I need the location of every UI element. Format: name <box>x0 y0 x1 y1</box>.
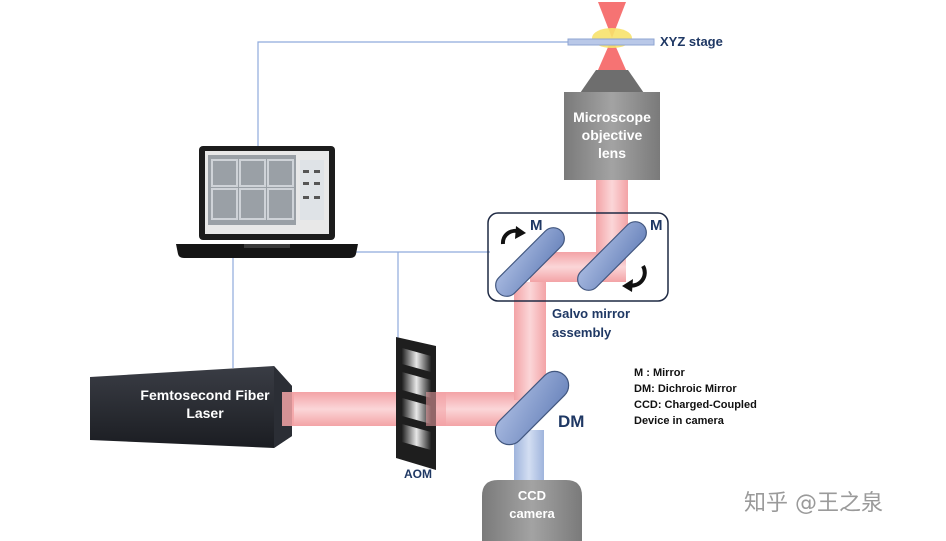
objective-label-line2: objective <box>582 127 643 143</box>
legend-line-4: Device in camera <box>634 415 725 427</box>
legend: M : Mirror DM: Dichroic Mirror CCD: Char… <box>634 367 757 427</box>
objective-label-line3: lens <box>598 145 626 161</box>
dm-label: DM <box>558 412 584 431</box>
ccd-label-line2: camera <box>509 506 555 521</box>
rotate-arrow-left-icon <box>500 226 526 245</box>
mirror-right-label: M <box>650 217 663 234</box>
galvo-label-line1: Galvo mirror <box>552 306 630 321</box>
aom-modulator <box>396 337 446 470</box>
beam-focus-upper <box>598 2 626 38</box>
femtosecond-laser <box>90 366 294 448</box>
rotate-arrow-right-icon <box>622 264 647 292</box>
mirror-left-label: M <box>530 217 543 234</box>
laptop-base <box>176 244 358 258</box>
galvo-assembly-box <box>487 212 669 302</box>
dichroic-mirror <box>494 370 570 446</box>
microscope-objective <box>564 70 660 180</box>
galvo-label-line2: assembly <box>552 325 612 340</box>
ccd-camera <box>482 480 582 541</box>
aom-label: AOM <box>404 467 432 481</box>
mirror-left <box>495 227 565 297</box>
xyz-stage-label: XYZ stage <box>660 34 723 49</box>
watermark: 知乎 @王之泉 <box>744 491 883 516</box>
legend-line-2: DM: Dichroic Mirror <box>634 383 737 395</box>
xyz-stage <box>567 28 655 48</box>
legend-line-3: CCD: Charged-Coupled <box>634 399 757 411</box>
legend-line-1: M : Mirror <box>634 367 685 379</box>
beam-focus-lower <box>598 38 626 70</box>
mirror-right <box>577 221 647 291</box>
objective-label-line1: Microscope <box>573 109 651 125</box>
stage-plate <box>567 38 655 46</box>
laser-label-line2: Laser <box>186 405 224 421</box>
laser-label-line1: Femtosecond Fiber <box>140 387 270 403</box>
cable-laptop-to-stage <box>257 41 605 150</box>
ccd-label-line1: CCD <box>518 488 546 503</box>
laptop <box>176 146 358 258</box>
control-cables <box>232 41 605 368</box>
